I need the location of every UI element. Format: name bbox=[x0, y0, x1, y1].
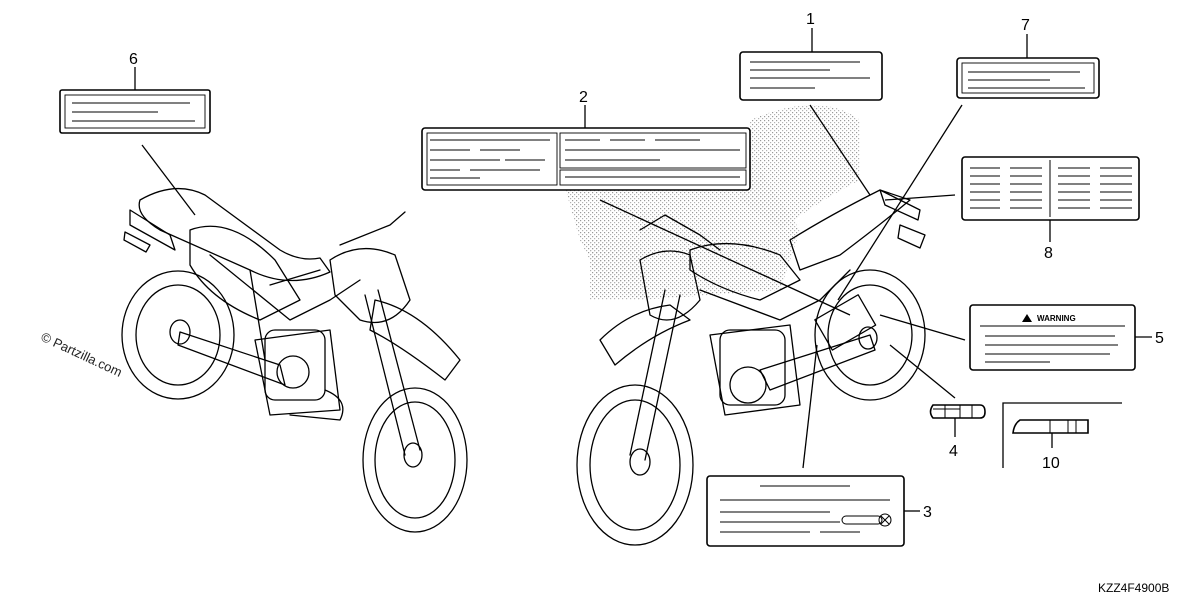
label-10-bracket bbox=[1002, 402, 1122, 468]
chain-diagram-icon bbox=[841, 513, 892, 527]
callout-10: 10 bbox=[1042, 455, 1060, 472]
callout-5: 5 bbox=[1155, 330, 1164, 347]
leader-2 bbox=[599, 199, 851, 316]
left-motorcycle bbox=[121, 187, 468, 533]
callout-7: 7 bbox=[1021, 17, 1030, 34]
leader-3 bbox=[802, 344, 818, 469]
callout-3: 3 bbox=[923, 504, 932, 521]
leader-6 bbox=[141, 144, 196, 216]
label-2[interactable] bbox=[421, 127, 751, 191]
callout-1: 1 bbox=[806, 11, 815, 28]
leader-4 bbox=[889, 344, 956, 399]
diagram-code: KZZ4F4900B bbox=[1098, 581, 1169, 595]
warning-triangle-icon bbox=[1022, 314, 1032, 322]
label-7[interactable] bbox=[956, 57, 1100, 99]
warning-text: WARNING bbox=[1037, 314, 1076, 323]
label-8[interactable] bbox=[961, 156, 1140, 221]
label-8-lines bbox=[970, 167, 1132, 209]
leader-5 bbox=[879, 314, 966, 341]
stipple-shading bbox=[560, 105, 860, 300]
callout-2: 2 bbox=[579, 89, 588, 106]
right-motorcycle bbox=[576, 189, 926, 546]
label-3[interactable] bbox=[706, 475, 905, 547]
label-1[interactable] bbox=[739, 51, 883, 101]
label-10[interactable] bbox=[1012, 419, 1089, 434]
watermark: © Partzilla.com bbox=[39, 329, 125, 380]
label-6[interactable] bbox=[59, 89, 211, 134]
callout-8: 8 bbox=[1044, 245, 1053, 262]
leader-8 bbox=[884, 194, 956, 201]
label-5-warning[interactable]: WARNING bbox=[969, 304, 1136, 371]
label-4[interactable] bbox=[929, 404, 986, 419]
leader-7 bbox=[837, 104, 963, 301]
callout-4: 4 bbox=[949, 443, 958, 460]
callout-6: 6 bbox=[129, 51, 138, 68]
leader-1 bbox=[809, 104, 871, 196]
